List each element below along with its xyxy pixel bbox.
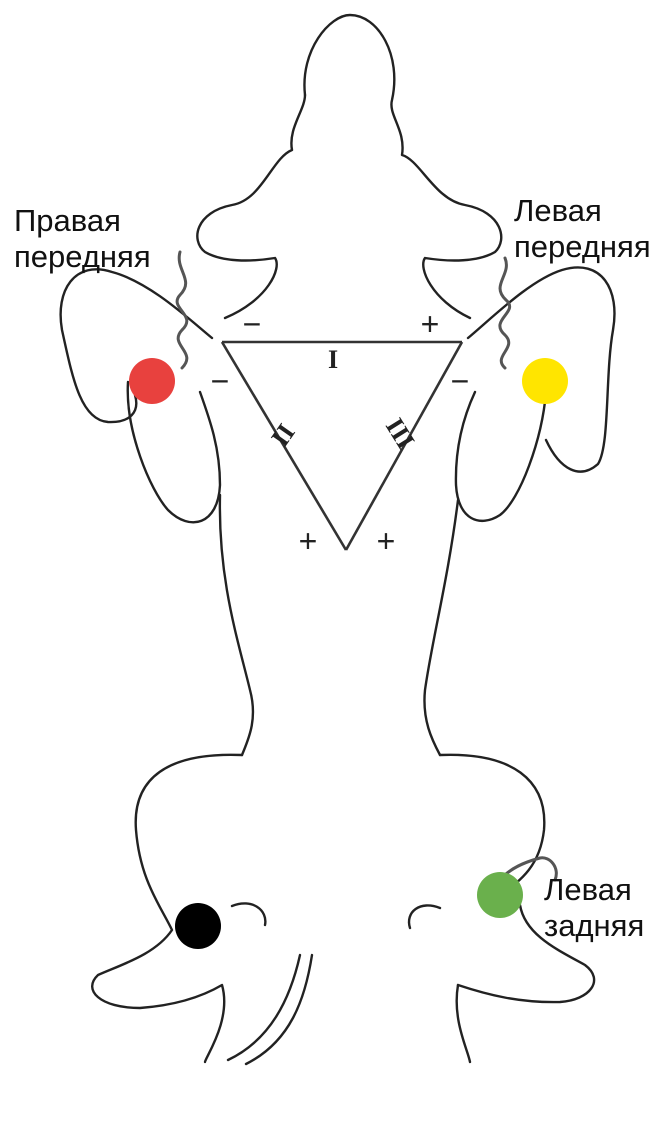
polarity-plus-lead1: + [421, 306, 440, 342]
label-right-front: Правая передняя [14, 203, 151, 274]
lead-I-label: I [328, 345, 338, 374]
label-right-front-line1: Правая [14, 203, 151, 239]
electrode-left-front [522, 358, 568, 404]
polarity-minus-lead2: − [211, 363, 230, 399]
polarity-plus-lead3: + [377, 523, 396, 559]
label-left-hind-line2: задняя [544, 908, 644, 944]
electrode-right-hind [175, 903, 221, 949]
polarity-minus-lead3: − [451, 363, 470, 399]
label-left-front-line2: передняя [514, 229, 651, 265]
label-left-front: Левая передняя [514, 193, 651, 264]
electrode-right-front [129, 358, 175, 404]
lead-III-label: III [380, 413, 421, 454]
label-left-hind: Левая задняя [544, 872, 644, 943]
polarity-plus-lead2: + [299, 523, 318, 559]
label-left-hind-line1: Левая [544, 872, 644, 908]
label-left-front-line1: Левая [514, 193, 651, 229]
label-right-front-line2: передняя [14, 239, 151, 275]
polarity-minus-lead1: − [243, 306, 262, 342]
electrode-left-hind [477, 872, 523, 918]
